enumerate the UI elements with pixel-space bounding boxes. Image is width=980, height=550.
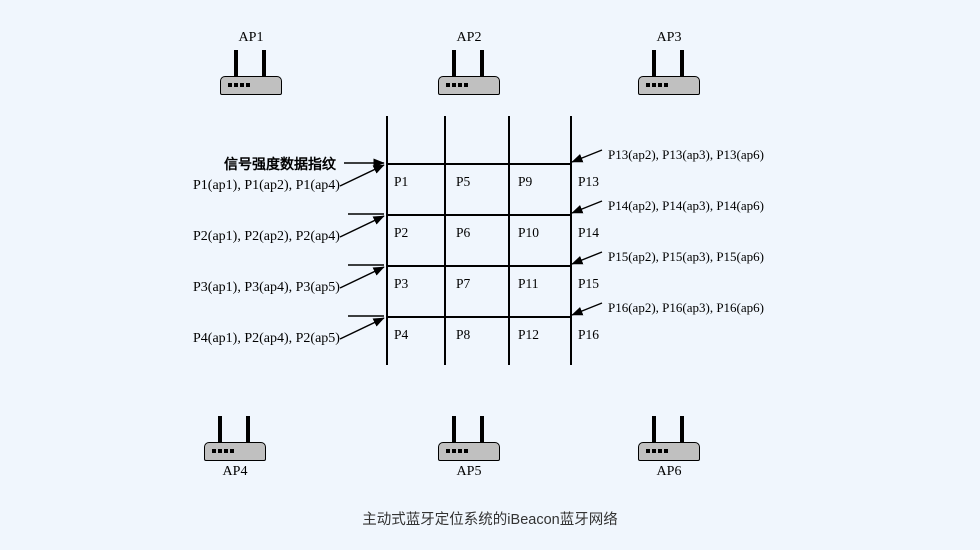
grid-cell-p13: P13: [578, 174, 600, 189]
router-leds-icon: [446, 83, 468, 87]
access-point-ap2: AP2: [438, 30, 500, 98]
grid-cell-p11: P11: [518, 276, 539, 291]
router-body-icon: [204, 442, 266, 461]
antenna-left-icon: [652, 50, 656, 78]
figure-caption: 主动式蓝牙定位系统的iBeacon蓝牙网络: [362, 512, 618, 528]
grid-cell-p9: P9: [518, 174, 533, 189]
access-point-ap4: AP4: [204, 416, 266, 479]
access-point-label: AP3: [656, 30, 682, 45]
antenna-right-icon: [246, 416, 250, 444]
antenna-right-icon: [680, 416, 684, 444]
right-annotation-p14: P14(ap2), P14(ap3), P14(ap6): [608, 198, 764, 213]
right-annotation-p13: P13(ap2), P13(ap3), P13(ap6): [608, 147, 764, 162]
router-leds-icon: [212, 449, 234, 453]
grid-cell-p7: P7: [456, 276, 471, 291]
grid-vline-1: [386, 116, 388, 365]
access-point-label: AP1: [238, 30, 264, 45]
antenna-right-icon: [480, 416, 484, 444]
grid-cell-p15: P15: [578, 276, 600, 291]
antenna-left-icon: [234, 50, 238, 78]
access-point-label: AP6: [656, 464, 682, 479]
arrow-right-p14: [571, 200, 603, 214]
left-annotation-p3: P3(ap1), P3(ap4), P3(ap5): [193, 280, 340, 295]
arrow-left-p1: [339, 164, 385, 187]
grid-cell-p6: P6: [456, 225, 471, 240]
grid-cell-p5: P5: [456, 174, 471, 189]
arrow-right-p16: [571, 302, 603, 316]
grid-cell-p14: P14: [578, 225, 600, 240]
access-point-label: AP2: [456, 30, 482, 45]
antenna-right-icon: [262, 50, 266, 78]
access-point-ap5: AP5: [438, 416, 500, 479]
arrow-right-p15: [571, 251, 603, 265]
antenna-left-icon: [652, 416, 656, 444]
access-point-ap3: AP3: [638, 30, 700, 98]
grid-hline-4: [386, 316, 571, 318]
arrow-left-p3: [339, 266, 385, 289]
grid-cell-p4: P4: [394, 327, 409, 342]
grid-vline-3: [508, 116, 510, 365]
grid-cell-p8: P8: [456, 327, 471, 342]
router-body-icon: [638, 442, 700, 461]
antenna-right-icon: [480, 50, 484, 78]
antenna-left-icon: [218, 416, 222, 444]
grid-cell-p12: P12: [518, 327, 540, 342]
left-annotation-p4: P4(ap1), P2(ap4), P2(ap5): [193, 331, 340, 346]
router-leds-icon: [646, 449, 668, 453]
grid-cell-p2: P2: [394, 225, 409, 240]
grid-cell-p10: P10: [518, 225, 540, 240]
grid-cell-p1: P1: [394, 174, 409, 189]
antenna-left-icon: [452, 50, 456, 78]
arrow-right-p13: [571, 149, 603, 163]
router-body-icon: [220, 76, 282, 95]
grid-hline-1: [386, 163, 571, 165]
grid-vline-2: [444, 116, 446, 365]
antenna-left-icon: [452, 416, 456, 444]
grid-hline-3: [386, 265, 571, 267]
router-leds-icon: [646, 83, 668, 87]
access-point-ap1: AP1: [220, 30, 282, 98]
router-body-icon: [638, 76, 700, 95]
router-body-icon: [438, 442, 500, 461]
antenna-right-icon: [680, 50, 684, 78]
right-annotation-p16: P16(ap2), P16(ap3), P16(ap6): [608, 300, 764, 315]
left-annotation-p1: P1(ap1), P1(ap2), P1(ap4): [193, 178, 340, 193]
access-point-ap6: AP6: [638, 416, 700, 479]
left-annotation-p2: P2(ap1), P2(ap2), P2(ap4): [193, 229, 340, 244]
grid-vline-4: [570, 116, 572, 365]
grid-hline-2: [386, 214, 571, 216]
arrow-left-p4: [339, 317, 385, 340]
grid-cell-p3: P3: [394, 276, 409, 291]
router-body-icon: [438, 76, 500, 95]
access-point-label: AP4: [222, 464, 248, 479]
access-point-label: AP5: [456, 464, 482, 479]
router-leds-icon: [446, 449, 468, 453]
fingerprint-title: 信号强度数据指纹: [224, 156, 336, 172]
router-leds-icon: [228, 83, 250, 87]
arrow-left-p2: [339, 215, 385, 238]
right-annotation-p15: P15(ap2), P15(ap3), P15(ap6): [608, 249, 764, 264]
grid-cell-p16: P16: [578, 327, 600, 342]
